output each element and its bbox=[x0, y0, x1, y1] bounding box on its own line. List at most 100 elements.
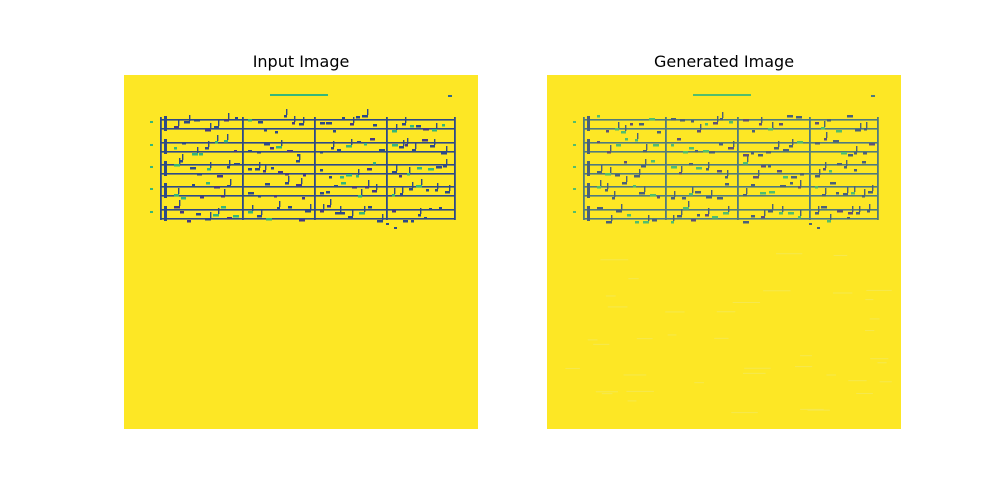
note-stem bbox=[382, 214, 384, 220]
note-mark bbox=[257, 151, 261, 154]
note-mark bbox=[333, 130, 336, 133]
note-stem bbox=[323, 204, 325, 210]
note-mark bbox=[288, 206, 292, 209]
note-mark bbox=[635, 221, 639, 224]
note-mark bbox=[275, 131, 278, 134]
note-mark bbox=[287, 150, 293, 153]
note-mark bbox=[235, 117, 238, 120]
header-page-mark bbox=[448, 95, 452, 97]
note-stem bbox=[761, 117, 763, 123]
clef-glyph bbox=[164, 139, 167, 154]
note-mark bbox=[227, 217, 232, 220]
note-stem bbox=[859, 206, 861, 212]
note-mark bbox=[822, 194, 826, 197]
note-stem bbox=[610, 167, 612, 173]
note-stem bbox=[746, 188, 748, 194]
noise-streak bbox=[833, 254, 848, 256]
note-mark bbox=[264, 143, 270, 146]
note-mark bbox=[821, 206, 827, 209]
note-mark bbox=[174, 147, 177, 150]
sheet-music-block bbox=[573, 94, 879, 229]
note-mark bbox=[743, 119, 749, 122]
note-mark bbox=[299, 219, 305, 222]
note-mark bbox=[779, 123, 783, 126]
note-mark bbox=[798, 186, 801, 189]
note-mark bbox=[206, 182, 210, 185]
note-mark bbox=[224, 140, 228, 143]
note-mark bbox=[630, 123, 633, 126]
note-stem bbox=[364, 206, 366, 212]
note-stem bbox=[208, 141, 210, 147]
note-mark bbox=[777, 170, 782, 173]
note-stem bbox=[340, 206, 342, 212]
note-stem bbox=[864, 189, 866, 195]
note-mark bbox=[624, 161, 627, 164]
note-mark bbox=[326, 191, 330, 194]
noise-streak bbox=[623, 374, 647, 376]
note-mark bbox=[263, 170, 266, 173]
noise-streak bbox=[732, 301, 761, 303]
clef-glyph bbox=[587, 139, 590, 154]
note-mark bbox=[848, 212, 853, 215]
note-mark bbox=[643, 221, 649, 224]
note-mark bbox=[635, 139, 638, 142]
note-stem bbox=[800, 180, 802, 186]
note-stem bbox=[415, 143, 417, 149]
noise-streak bbox=[601, 393, 613, 395]
staff-line bbox=[160, 209, 454, 211]
note-mark bbox=[843, 193, 848, 196]
note-mark bbox=[411, 220, 414, 223]
note-mark bbox=[370, 138, 375, 141]
note-mark bbox=[292, 122, 295, 125]
note-stem bbox=[792, 139, 794, 145]
note-mark bbox=[174, 164, 180, 167]
note-mark bbox=[409, 188, 413, 191]
staff-line bbox=[160, 218, 454, 220]
ledger-note bbox=[817, 227, 820, 229]
note-mark bbox=[392, 194, 395, 197]
note-mark bbox=[671, 221, 674, 224]
note-stem bbox=[674, 191, 676, 197]
note-stem bbox=[681, 166, 683, 172]
note-stem bbox=[224, 189, 226, 195]
note-mark bbox=[234, 150, 237, 153]
note-stem bbox=[772, 122, 774, 128]
note-stem bbox=[722, 112, 724, 118]
image-background bbox=[124, 75, 478, 429]
note-mark bbox=[392, 144, 398, 147]
note-mark bbox=[705, 214, 709, 217]
note-stem bbox=[610, 145, 612, 151]
note-mark bbox=[365, 186, 369, 189]
staff-line bbox=[583, 209, 877, 211]
note-mark bbox=[657, 131, 661, 134]
note-mark bbox=[205, 218, 211, 221]
note-mark bbox=[824, 138, 827, 141]
note-mark bbox=[759, 123, 762, 126]
note-mark bbox=[207, 168, 211, 171]
note-stem bbox=[288, 176, 290, 182]
note-mark bbox=[783, 149, 789, 152]
note-mark bbox=[679, 172, 682, 175]
note-mark bbox=[174, 206, 180, 209]
note-mark bbox=[205, 129, 211, 132]
note-stem bbox=[866, 122, 868, 128]
note-mark bbox=[841, 152, 847, 155]
note-mark bbox=[703, 150, 709, 153]
noise-streak bbox=[763, 290, 791, 292]
note-mark bbox=[305, 210, 311, 213]
note-mark bbox=[597, 171, 602, 174]
note-stem bbox=[265, 164, 267, 170]
note-mark bbox=[768, 165, 771, 168]
note-mark bbox=[224, 119, 229, 122]
note-mark bbox=[790, 182, 793, 185]
note-mark bbox=[265, 183, 270, 186]
note-stem bbox=[600, 180, 602, 186]
note-stem bbox=[824, 121, 826, 127]
note-stem bbox=[819, 169, 821, 175]
note-mark bbox=[752, 130, 755, 133]
note-mark bbox=[597, 141, 600, 144]
staff-line bbox=[160, 128, 454, 130]
note-mark bbox=[329, 176, 332, 179]
note-stem bbox=[436, 123, 438, 129]
note-mark bbox=[340, 176, 344, 179]
